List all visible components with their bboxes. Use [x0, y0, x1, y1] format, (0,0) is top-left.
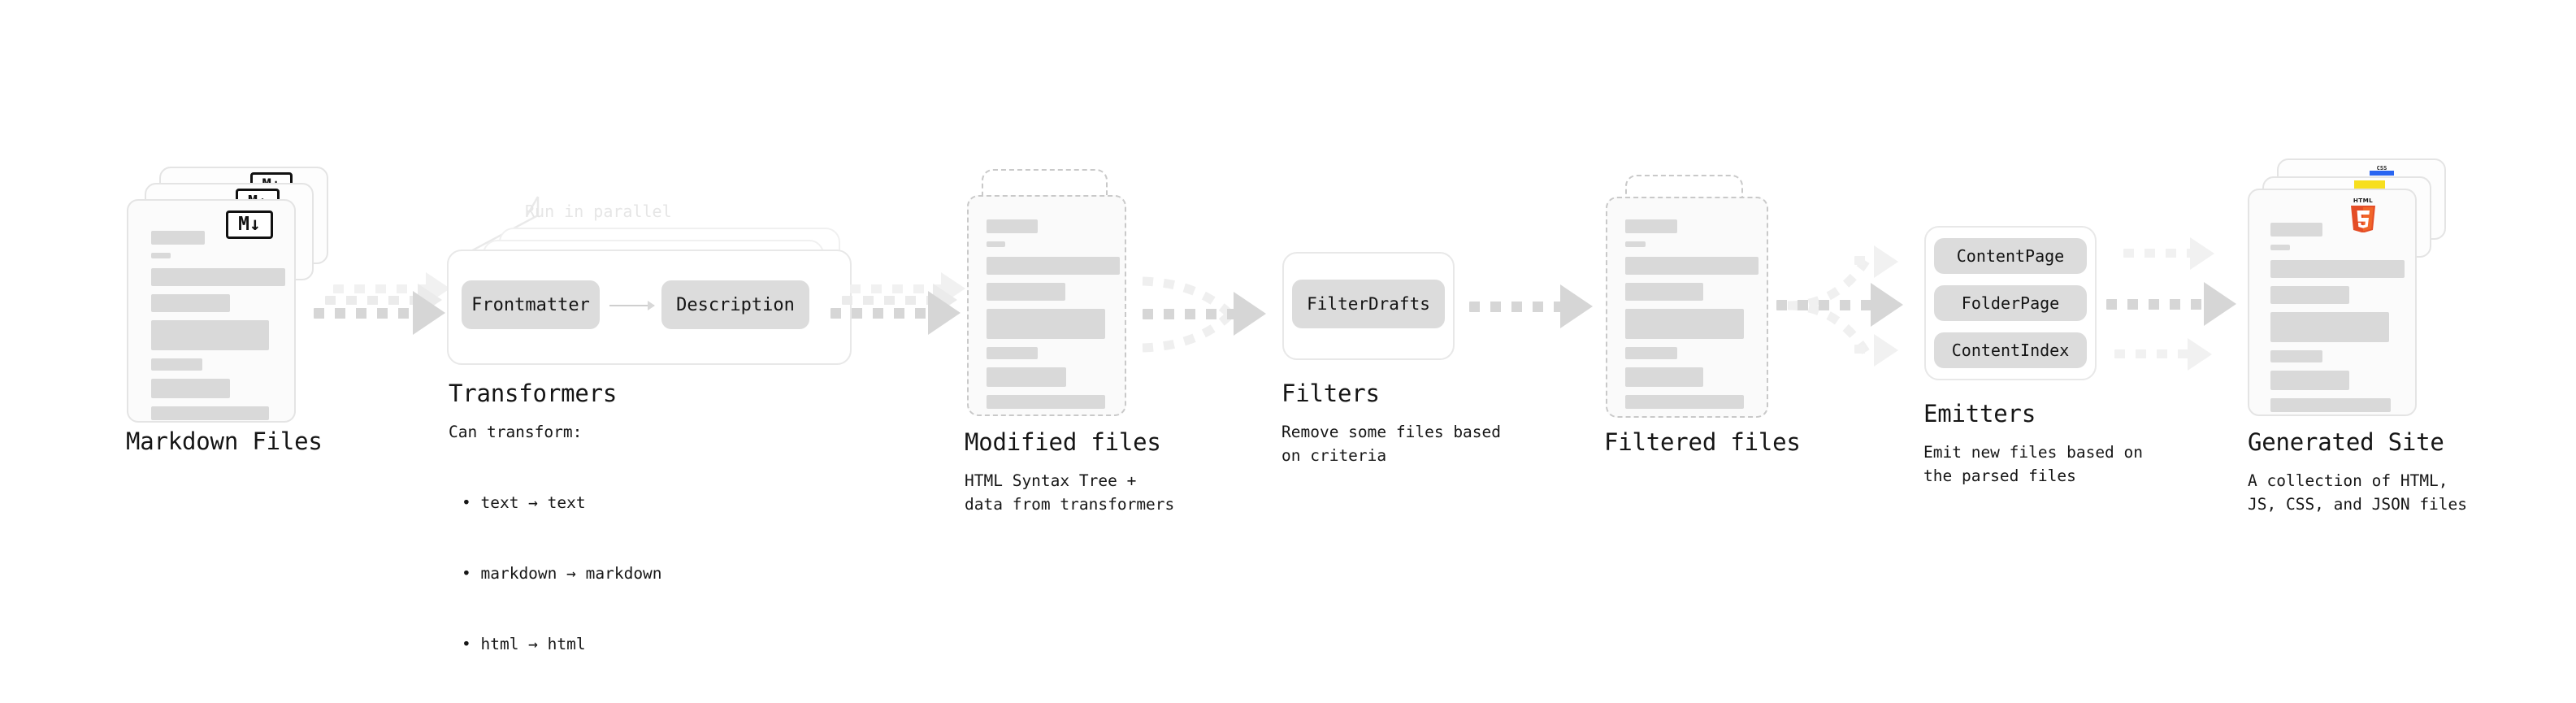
arrow-dash	[842, 296, 938, 305]
emitter-node-contentindex[interactable]: ContentIndex	[1934, 332, 2087, 368]
skeleton-line	[1625, 257, 1759, 275]
filter-node-filterdrafts[interactable]: FilterDrafts	[1292, 280, 1445, 328]
filters-title: Filters	[1281, 380, 1380, 407]
arrow-dash	[2114, 349, 2191, 358]
emitter-node-contentpage[interactable]: ContentPage	[1934, 238, 2087, 274]
skeleton-line	[151, 379, 230, 398]
run-in-parallel-label: Run in parallel	[525, 202, 672, 221]
skeleton-line	[987, 257, 1120, 275]
svg-text:CSS: CSS	[2377, 165, 2387, 171]
skeleton-line	[1625, 395, 1744, 409]
transform-bullet: • text → text	[462, 493, 586, 512]
filtered-card-front	[1606, 197, 1768, 418]
skeleton-line	[2270, 350, 2322, 362]
modified-files-title: Modified files	[965, 428, 1161, 456]
skeleton-line	[2270, 398, 2391, 412]
skeleton-line	[2270, 286, 2349, 304]
skeleton-line	[2270, 223, 2322, 237]
arrow-dash	[1776, 300, 1877, 310]
svg-text:HTML: HTML	[2353, 197, 2373, 204]
arrow-dash	[850, 284, 946, 293]
arrow-dash	[1469, 302, 1570, 312]
emitters-title: Emitters	[1923, 400, 2036, 427]
arrow-head	[2188, 338, 2212, 371]
arrow-head	[413, 291, 445, 335]
skeleton-line	[987, 347, 1038, 359]
skeleton-line	[1625, 241, 1646, 247]
skeleton-line	[987, 367, 1066, 387]
skeleton-line	[2270, 260, 2405, 278]
arrow-head	[1560, 284, 1593, 328]
filtered-files-title: Filtered files	[1604, 428, 1801, 456]
filters-subtitle: Remove some files based on criteria	[1281, 423, 1502, 465]
markdown-card-lines	[151, 231, 285, 428]
arrow-dash	[333, 284, 429, 293]
skeleton-line	[987, 283, 1065, 301]
skeleton-line	[151, 268, 285, 286]
skeleton-line	[1625, 309, 1744, 339]
merge-arrow-curves	[1142, 276, 1234, 353]
arrow-head	[928, 291, 961, 335]
html5-icon: HTML	[2351, 197, 2375, 232]
skeleton-line	[151, 358, 202, 371]
modified-card-lines	[987, 219, 1120, 417]
skeleton-line	[987, 395, 1105, 409]
arrow-dash	[1143, 309, 1243, 319]
transformers-subtitle: Can transform:	[449, 423, 583, 441]
skeleton-line	[151, 294, 230, 312]
skeleton-line	[987, 219, 1038, 233]
modified-card-front	[967, 195, 1126, 416]
arrow-dash	[2123, 249, 2193, 258]
pipeline-diagram: M↓ M↓ M↓ Markdown Files	[126, 158, 2468, 653]
transform-bullet: • markdown → markdown	[462, 564, 662, 583]
arrow-dash	[830, 308, 931, 319]
emitter-node-folderpage[interactable]: FolderPage	[1934, 285, 2087, 321]
skeleton-line	[151, 253, 171, 258]
transformers-title: Transformers	[449, 380, 618, 407]
arrow-head	[1874, 245, 1898, 278]
skeleton-line	[151, 320, 269, 350]
skeleton-line	[2270, 371, 2349, 390]
generated-site-subtitle: A collection of HTML, JS, CSS, and JSON …	[2248, 471, 2468, 514]
transformer-node-frontmatter[interactable]: Frontmatter	[462, 280, 600, 329]
skeleton-line	[2270, 312, 2389, 342]
skeleton-line	[987, 309, 1105, 339]
modified-files-subtitle: HTML Syntax Tree + data from transformer…	[965, 471, 1175, 514]
markdown-card-front: M↓	[127, 199, 296, 423]
arrow-head	[1874, 334, 1898, 367]
arrow-dash	[325, 296, 421, 305]
transform-bullet: • html → html	[462, 635, 586, 653]
skeleton-line	[1625, 283, 1703, 301]
transformer-node-description[interactable]: Description	[661, 280, 809, 329]
arrow-dash	[1854, 256, 1876, 265]
arrow-dash	[314, 308, 414, 319]
site-card-lines	[2270, 223, 2405, 420]
transformer-inner-arrow-main	[609, 301, 655, 310]
generated-site-title: Generated Site	[2248, 428, 2444, 456]
skeleton-line	[1625, 367, 1703, 387]
arrow-dash	[2106, 299, 2207, 310]
arrow-dash	[1854, 345, 1876, 354]
arrow-head	[2204, 282, 2236, 326]
skeleton-line	[987, 241, 1005, 247]
skeleton-line	[151, 406, 269, 420]
arrow-head	[2190, 237, 2214, 270]
skeleton-line	[2270, 245, 2290, 250]
filtered-card-lines	[1625, 219, 1759, 417]
markdown-files-title: Markdown Files	[126, 427, 323, 455]
css3-icon: CSS	[2370, 165, 2394, 176]
arrow-head	[1871, 283, 1903, 327]
transformers-bullets: • text → text • markdown → markdown • ht…	[462, 444, 662, 703]
emitters-subtitle: Emit new files based on the parsed files	[1923, 443, 2144, 485]
markdown-badge-front: M↓	[226, 210, 273, 239]
arrow-head	[1234, 292, 1266, 336]
skeleton-line	[151, 231, 205, 245]
site-card-html: HTML	[2248, 189, 2417, 416]
skeleton-line	[1625, 219, 1677, 233]
skeleton-line	[1625, 347, 1677, 359]
